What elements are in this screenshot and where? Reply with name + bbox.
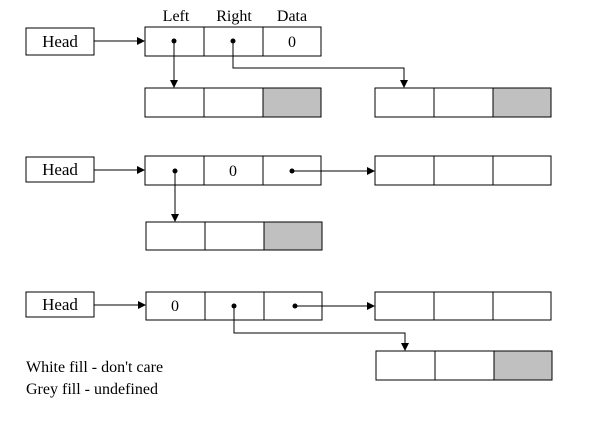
data-cell-undefined: [493, 350, 553, 381]
left-cell: [374, 87, 435, 118]
target-node: [374, 291, 552, 321]
right-child-node: [374, 87, 552, 118]
head-box: [25, 27, 95, 56]
column-header-data: Data: [277, 8, 307, 25]
left-cell: [375, 350, 436, 381]
example-2: Head 0: [25, 155, 552, 251]
left-cell: [144, 87, 205, 118]
right-cell: [203, 155, 264, 186]
right-cell: [433, 155, 494, 186]
legend: White fill - don't care Grey fill - unde…: [26, 357, 163, 401]
data-cell-undefined: [263, 221, 323, 251]
left-cell: [145, 221, 206, 251]
data-value: 0: [288, 34, 296, 51]
left-value: 0: [171, 298, 179, 315]
right-cell: [433, 87, 494, 118]
right-cell: [433, 291, 494, 321]
column-header-right: Right: [216, 8, 252, 25]
legend-grey-fill: Grey fill - undefined: [26, 381, 158, 398]
left-cell: [374, 155, 435, 186]
target-node: [374, 155, 552, 186]
legend-white-fill: White fill - don't care: [26, 359, 164, 376]
data-cell-undefined: [262, 87, 322, 118]
right-pointer-arrow: [233, 306, 409, 351]
left-child-node: [144, 87, 322, 118]
example-1: Head 0: [25, 26, 552, 118]
right-value: 0: [229, 163, 237, 180]
example-3: Head 0: [25, 291, 553, 381]
head-label: Head: [42, 160, 78, 179]
head-label: Head: [42, 295, 78, 314]
data-cell: [262, 26, 322, 57]
right-pointer-arrow: [232, 41, 408, 88]
data-cell: [492, 155, 552, 186]
left-cell: [145, 291, 206, 321]
left-cell: [374, 291, 435, 321]
data-cell-undefined: [492, 87, 552, 118]
right-child-node: [375, 350, 553, 381]
left-child-node: [145, 221, 323, 251]
head-label: Head: [42, 32, 78, 51]
right-cell: [434, 350, 495, 381]
right-cell: [203, 87, 264, 118]
data-cell: [492, 291, 552, 321]
column-header-left: Left: [163, 8, 190, 25]
right-cell: [204, 221, 265, 251]
